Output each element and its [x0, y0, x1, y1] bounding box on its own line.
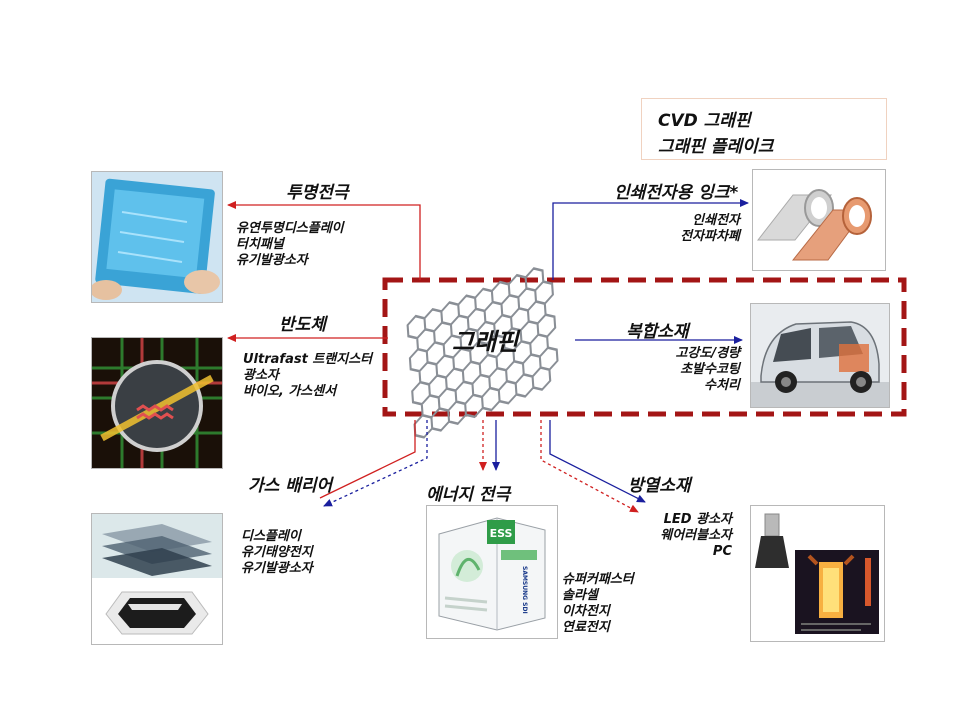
list-composite: 고강도/경량 초발수코팅 수처리 [640, 346, 740, 394]
ess-brand-text: SAMSUNG SDI [521, 566, 528, 614]
list-item: PC [712, 544, 732, 559]
photo-led-thermal [750, 505, 885, 642]
legend-flake-label: 그래핀 플레이크 [658, 137, 774, 157]
list-heat-dissipation: LED 광소자 웨어러블소자 PC [640, 512, 732, 560]
list-gas-barrier: 디스플레이 유기태양전지 유기발광소자 [241, 529, 313, 577]
title-transparent-electrode: 투명전극 [286, 183, 349, 203]
list-item: 디스플레이 [241, 529, 301, 544]
photo-conductive-tape [752, 169, 886, 271]
graphene-lattice-icon [406, 267, 559, 439]
list-printed-ink: 인쇄전자 전자파차폐 [648, 213, 740, 245]
list-item: 웨어러블소자 [660, 528, 732, 543]
legend: CVD 그래핀 그래핀 플레이크 [641, 98, 887, 160]
title-composite: 복합소재 [626, 322, 689, 342]
list-item: 고강도/경량 [675, 346, 740, 361]
center-graphene-label: 그래핀 [452, 328, 519, 356]
photo-semiconductor-chip [91, 337, 223, 469]
list-item: 연료전지 [562, 620, 610, 635]
list-item: 이차전지 [562, 604, 610, 619]
graphene-dashed-box [382, 277, 907, 417]
list-item: 유기발광소자 [236, 253, 308, 268]
arrow-printed-ink [552, 199, 749, 280]
arrow-gas-barrier-flake [323, 420, 428, 507]
list-semiconductor: Ultrafast 트랜지스터 광소자 바이오, 가스센서 [243, 352, 372, 400]
list-item: 인쇄전자 [692, 213, 740, 228]
list-item: 전자파차폐 [680, 229, 740, 244]
graphene-hexagon-mesh [406, 267, 559, 439]
list-item: 바이오, 가스센서 [243, 384, 337, 399]
legend-cvd-label: CVD 그래핀 [658, 111, 751, 131]
arrow-gas-barrier-cvd [319, 420, 416, 499]
title-energy-electrode: 에너지 전극 [426, 485, 511, 505]
photo-flexible-display [91, 171, 223, 303]
list-item: 초발수코팅 [680, 362, 740, 377]
title-heat-dissipation: 방열소재 [628, 476, 691, 496]
photo-ess-container: ESS SAMSUNG SDI [426, 505, 558, 639]
list-item: 솔라셀 [562, 588, 598, 603]
list-item: LED 광소자 [663, 512, 732, 527]
list-item: 광소자 [243, 368, 279, 383]
list-item: 수처리 [704, 378, 740, 393]
arrow-heat-flake [549, 420, 646, 503]
arrow-transparent-electrode [227, 201, 421, 280]
list-item: 유기태양전지 [241, 545, 313, 560]
list-item: 유연투명디스플레이 [236, 221, 344, 236]
title-printed-ink: 인쇄전자용 잉크* [614, 183, 739, 203]
title-gas-barrier: 가스 배리어 [248, 476, 333, 496]
photo-concept-car [750, 303, 890, 408]
list-item: Ultrafast 트랜지스터 [243, 352, 373, 367]
list-transparent-electrode: 유연투명디스플레이 터치패널 유기발광소자 [236, 221, 344, 269]
photo-gas-barrier-film [91, 513, 223, 645]
arrow-heat-cvd [540, 420, 639, 513]
list-energy-electrode: 슈퍼커패스터 솔라셀 이차전지 연료전지 [562, 572, 634, 636]
ess-badge-text: ESS [490, 527, 513, 540]
title-semiconductor: 반도체 [279, 315, 326, 335]
list-item: 슈퍼커패스터 [562, 572, 634, 587]
list-item: 유기발광소자 [241, 561, 313, 576]
list-item: 터치패널 [236, 237, 284, 252]
